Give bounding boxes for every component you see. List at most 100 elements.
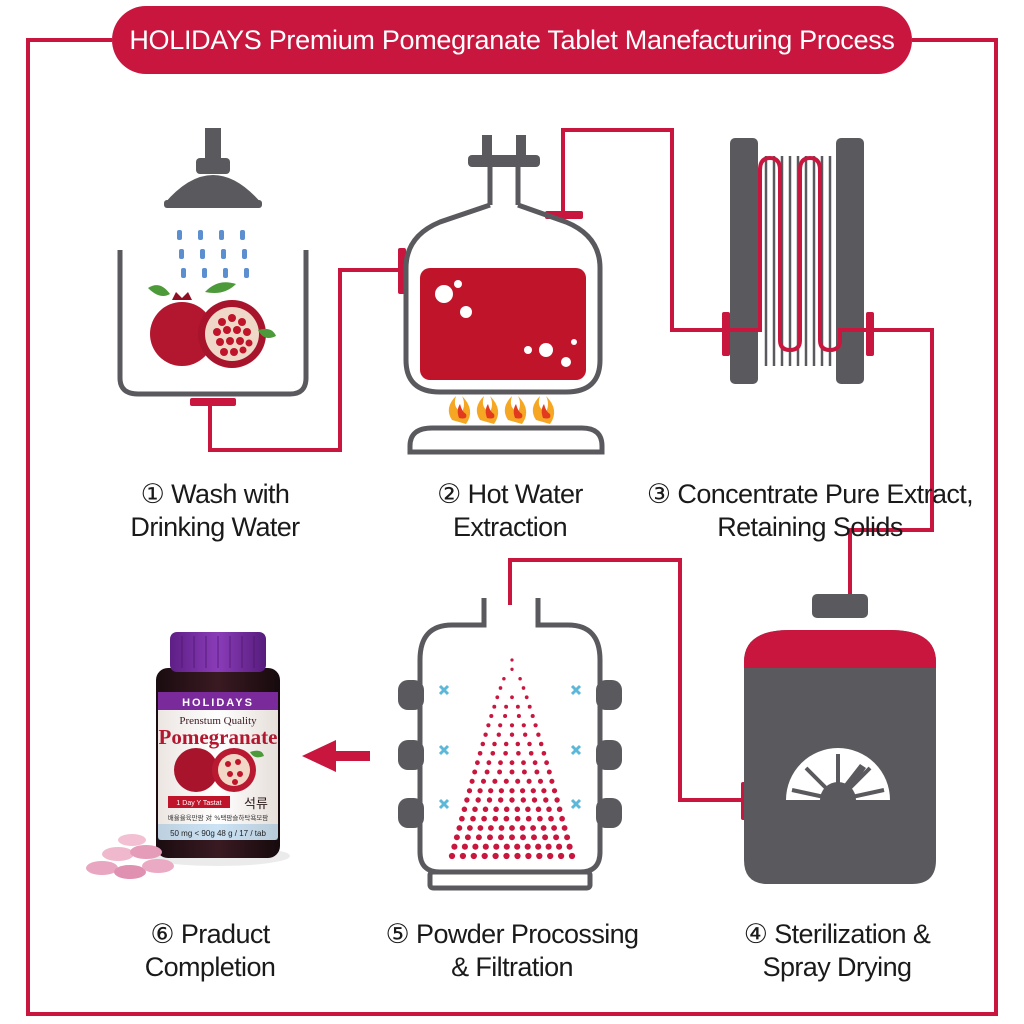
powder-particle bbox=[551, 788, 558, 794]
powder-particle bbox=[477, 750, 483, 756]
powder-particle bbox=[456, 825, 463, 831]
concentrator-icon bbox=[730, 138, 866, 384]
powder-particle bbox=[546, 806, 552, 813]
powder-particle bbox=[568, 852, 576, 860]
powder-particle bbox=[492, 741, 497, 747]
powder-particle bbox=[523, 732, 528, 737]
powder-particle bbox=[530, 825, 537, 831]
powder-particle bbox=[528, 750, 534, 756]
product-bottle-icon bbox=[86, 632, 290, 879]
powder-particle bbox=[486, 797, 493, 803]
step-label-4: ④ Sterilization & Spray Drying bbox=[743, 919, 931, 982]
cooling-marks bbox=[438, 684, 582, 810]
powder-particle bbox=[521, 686, 526, 690]
powder-particle bbox=[475, 797, 481, 803]
product-footer-text: 50 mg < 90g 48 g / 17 / tab bbox=[170, 829, 266, 838]
powder-particle bbox=[564, 834, 571, 841]
powder-particle bbox=[480, 778, 487, 784]
powder-particle bbox=[514, 843, 521, 850]
powder-particle bbox=[489, 713, 494, 719]
powder-particle bbox=[503, 852, 510, 860]
powder-particle bbox=[541, 788, 547, 794]
powder-particle bbox=[514, 806, 521, 813]
powder-particle bbox=[466, 788, 473, 794]
powder-particle bbox=[536, 732, 541, 737]
product-brand: HOLIDAYS bbox=[182, 697, 254, 709]
powder-particle bbox=[492, 778, 498, 784]
powder-particle bbox=[498, 686, 503, 690]
powder-particle bbox=[503, 778, 509, 784]
pipe-4-5 bbox=[508, 558, 745, 802]
powder-particle bbox=[493, 806, 499, 813]
gauge-icon bbox=[786, 748, 890, 802]
outer-frame bbox=[26, 38, 998, 1016]
powder-particle bbox=[542, 834, 549, 841]
powder-particle bbox=[535, 806, 542, 813]
powder-particle bbox=[461, 806, 468, 813]
product-strip-text: 1 Day Y Tastat bbox=[176, 800, 221, 807]
powder-particle bbox=[509, 732, 515, 737]
powder-particle bbox=[537, 778, 544, 784]
powder-particle bbox=[516, 750, 521, 756]
powder-particle bbox=[503, 741, 509, 747]
powder-particle bbox=[531, 797, 538, 803]
powder-particle bbox=[488, 788, 494, 794]
powder-particle bbox=[464, 834, 471, 841]
powder-particle bbox=[521, 723, 526, 728]
powder-particle bbox=[503, 843, 510, 850]
powder-particle bbox=[551, 825, 558, 831]
powder-particle bbox=[524, 695, 529, 700]
pipes bbox=[208, 128, 934, 802]
extraction-tank-icon bbox=[403, 135, 605, 455]
powder-particle bbox=[536, 852, 543, 860]
powder-particle bbox=[510, 695, 514, 700]
powder-particle bbox=[503, 713, 508, 719]
powder-particle bbox=[509, 788, 515, 794]
powder-particle bbox=[509, 797, 515, 803]
powder-particle bbox=[509, 834, 515, 841]
powder-filter-icon bbox=[398, 598, 622, 891]
powder-particle bbox=[556, 806, 563, 813]
powder-particle bbox=[516, 713, 521, 719]
powder-particle bbox=[527, 704, 532, 709]
product-name: Pomegranate bbox=[159, 725, 278, 749]
powder-particle bbox=[510, 667, 514, 671]
powder-particle bbox=[557, 852, 565, 860]
powder-particle bbox=[561, 825, 568, 831]
powder-particle bbox=[472, 843, 479, 850]
powder-particle bbox=[448, 852, 456, 860]
powder-particle bbox=[509, 769, 515, 775]
powder-particle bbox=[472, 806, 478, 813]
powder-particle bbox=[548, 815, 554, 822]
powder-particle bbox=[519, 825, 526, 831]
water-drops bbox=[177, 230, 249, 278]
coil-tube bbox=[730, 155, 866, 353]
step-label-2: ② Hot Water Extraction bbox=[437, 479, 583, 542]
page-title: HOLIDAYS Premium Pomegranate Tablet Mane… bbox=[129, 24, 895, 55]
powder-particle bbox=[487, 825, 494, 831]
powder-particle bbox=[487, 834, 493, 841]
powder-particle bbox=[498, 788, 505, 794]
powder-particle bbox=[475, 760, 480, 766]
pipe-1-2 bbox=[208, 268, 405, 452]
powder-particle bbox=[498, 825, 505, 831]
powder-particle bbox=[495, 695, 500, 700]
powder-particle bbox=[532, 760, 538, 766]
powder-particle bbox=[544, 760, 549, 766]
powder-particle bbox=[527, 741, 532, 747]
label-fruit-icon bbox=[174, 748, 264, 792]
powder-particle bbox=[492, 704, 497, 709]
powder-particle bbox=[486, 723, 491, 728]
pipe-2-3 bbox=[561, 128, 725, 332]
powder-particle bbox=[480, 741, 486, 747]
powder-particle bbox=[543, 797, 549, 803]
step-label-6: ⑥ Praduct Completion bbox=[144, 919, 276, 982]
powder-particle bbox=[526, 778, 532, 784]
powder-particle bbox=[553, 834, 560, 841]
powder-particle bbox=[477, 825, 484, 831]
powder-particle bbox=[461, 843, 468, 850]
powder-particle bbox=[470, 815, 476, 822]
step-label-1: ① Wash with Drinking Water bbox=[130, 479, 300, 542]
powder-particle bbox=[515, 704, 520, 709]
title-banner: HOLIDAYS Premium Pomegranate Tablet Mane… bbox=[112, 6, 912, 74]
